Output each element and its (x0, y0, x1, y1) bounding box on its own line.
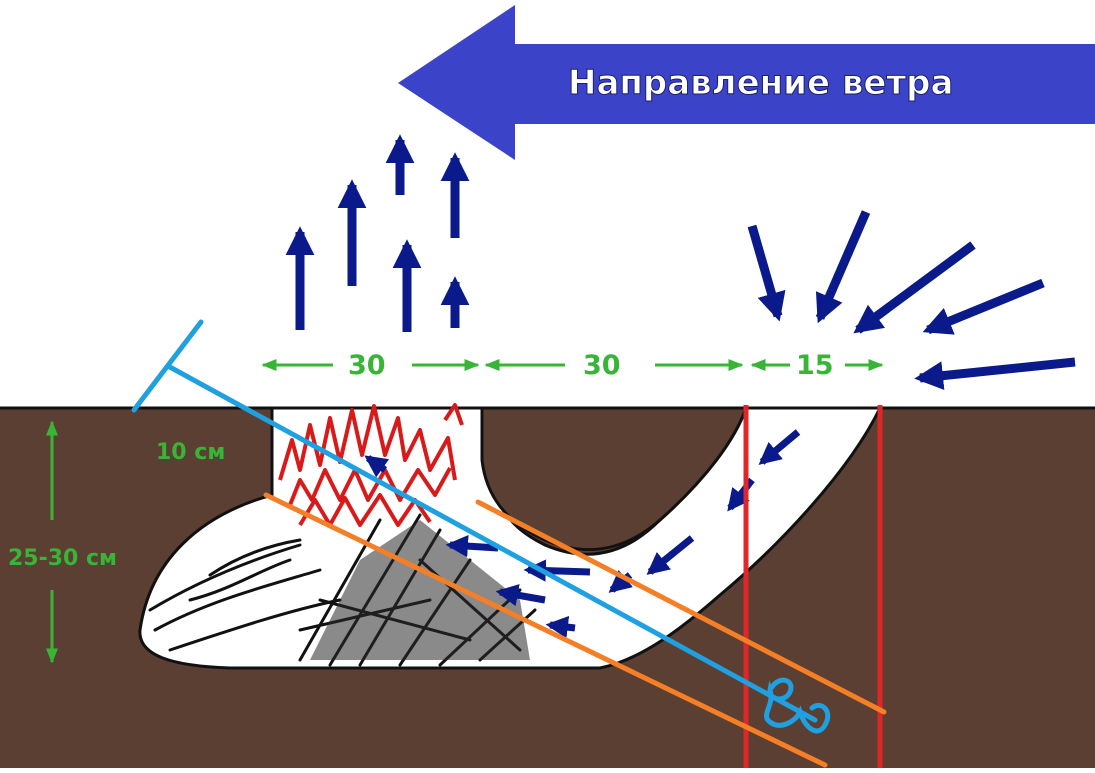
tool-marker (131, 319, 831, 734)
updraft-arrow (285, 134, 470, 332)
tunnel-airflow-arrow (364, 429, 801, 639)
soil-bridge (480, 406, 749, 551)
dimension-gap-width: 30 (583, 350, 621, 381)
orange-guide-lines (263, 492, 887, 768)
wind-direction-label: Направление ветра (568, 63, 953, 103)
depth-label-upper: 10 см (156, 440, 225, 465)
dimension-chamber-width: 30 (348, 350, 386, 381)
inflow-arrow (747, 210, 1076, 390)
depth-label-total: 25-30 см (8, 546, 117, 571)
wind-direction-arrow: Направление ветра (398, 5, 1095, 160)
dimension-vent-width: 15 (796, 350, 834, 381)
firewood-pile-shadow (310, 520, 530, 660)
